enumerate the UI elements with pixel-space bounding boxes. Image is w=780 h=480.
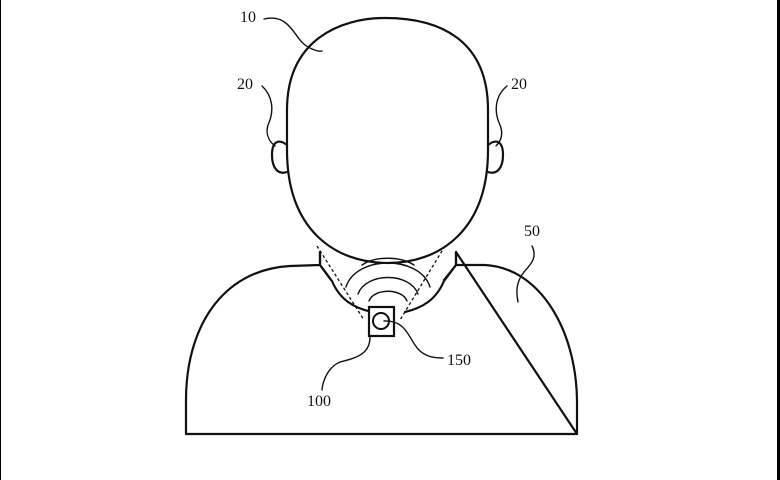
frame-edge-left: [0, 0, 1, 480]
torso-outline: [184, 250, 579, 436]
neck-right-edge: [442, 250, 458, 282]
label-shoulders-50: 50: [524, 223, 540, 240]
leader-20-left: [261, 85, 276, 147]
wave-arc-middle: [357, 276, 419, 295]
label-ear-right-20: 20: [511, 76, 527, 93]
ear-right: [486, 140, 505, 174]
cone-dash-right: [399, 245, 446, 321]
head-outline: [285, 16, 490, 265]
frame-edge-right: [777, 0, 780, 480]
leader-150: [383, 320, 444, 359]
label-device-100: 100: [307, 393, 331, 410]
leader-50: [516, 245, 535, 303]
ear-left: [270, 140, 289, 174]
cone-dash-left: [316, 245, 365, 321]
neck-left-edge: [318, 250, 333, 282]
leader-100: [321, 336, 371, 391]
label-head-10: 10: [240, 9, 256, 26]
wave-arc-outer: [345, 262, 431, 288]
neck-collar: [318, 263, 458, 314]
chin-arc: [361, 257, 415, 266]
label-sensor-150: 150: [447, 352, 471, 369]
wave-arc-inner: [368, 290, 408, 302]
leader-10: [263, 17, 323, 52]
leader-20-right: [495, 85, 508, 147]
label-ear-left-20: 20: [237, 76, 253, 93]
